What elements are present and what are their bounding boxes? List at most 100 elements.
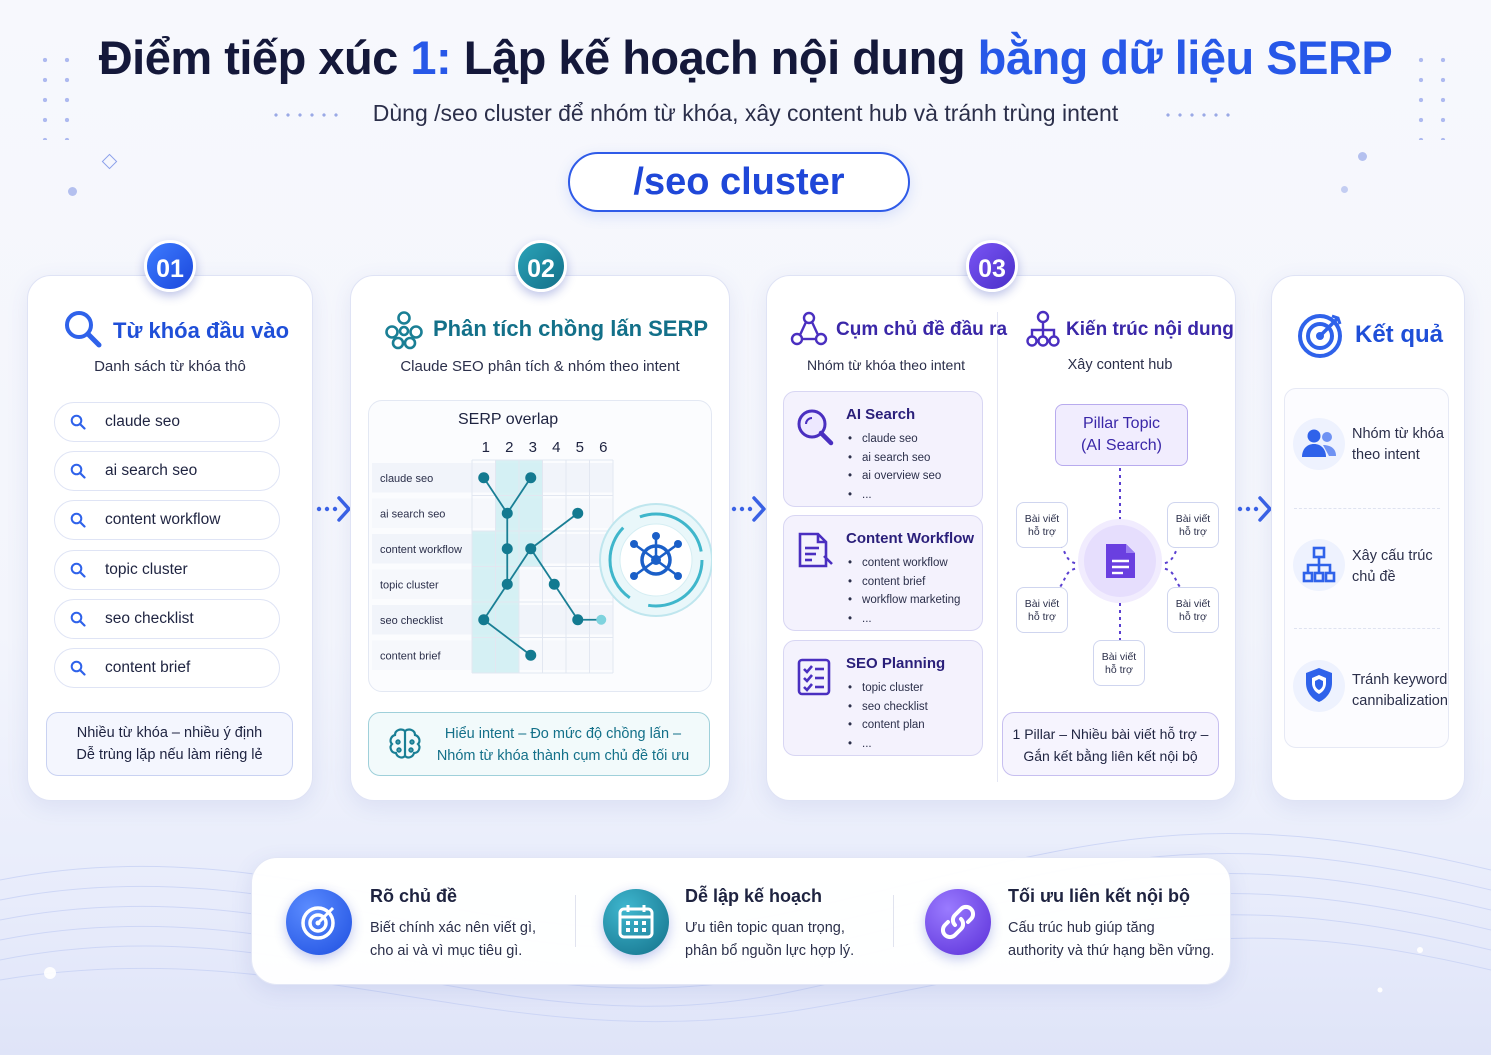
hierarchy-icon — [1302, 546, 1336, 583]
network-icon — [385, 311, 423, 350]
target-icon — [301, 906, 335, 940]
serp-column-label: 4 — [552, 439, 560, 456]
architecture-note: 1 Pillar – Nhiều bài viết hỗ trợ –Gắn kế… — [1002, 712, 1219, 776]
step1-badge: 01 — [144, 240, 196, 292]
keyword-chip: ai search seo — [54, 451, 280, 492]
keyword-label: seo checklist — [105, 609, 194, 627]
serp-overlap-point — [478, 472, 490, 484]
serp-row-label: topic cluster — [380, 579, 439, 591]
serp-column-label: 5 — [576, 439, 584, 456]
serp-overlap-cell — [519, 495, 543, 531]
cluster-group-title: Content Workflow — [846, 530, 975, 547]
target-badge-arc — [608, 512, 704, 608]
step3-badge: 03 — [966, 240, 1018, 292]
cluster-group-title: AI Search — [846, 406, 916, 423]
target-node — [674, 540, 682, 548]
keyword-chip: content workflow — [54, 500, 280, 541]
step1-title: Từ khóa đầu vào — [113, 318, 290, 343]
step2-badge: 02 — [515, 240, 567, 292]
serp-column-label: 3 — [529, 439, 537, 456]
benefit-icon-bg — [925, 889, 991, 955]
serp-overlap-link — [483, 619, 532, 656]
target-node — [630, 540, 638, 548]
target-icon — [1298, 314, 1342, 358]
serp-row-label: content workflow — [380, 544, 462, 556]
serp-overlap-point — [572, 614, 584, 626]
document-edit-icon — [798, 532, 833, 568]
step3-divider — [997, 312, 998, 782]
shield-icon — [1306, 668, 1332, 702]
document-icon — [1106, 544, 1135, 578]
pillar-topic-box: Pillar Topic(AI Search) — [1055, 404, 1188, 466]
serp-row-label: ai search seo — [380, 508, 445, 520]
result-icon-bg — [1293, 418, 1345, 470]
flow-arrow-icon — [1237, 496, 1272, 522]
result-divider — [1294, 508, 1440, 509]
hierarchy-icon — [1026, 310, 1060, 347]
result-divider — [1294, 628, 1440, 629]
serp-overlap-link — [553, 583, 579, 621]
page-subtitle: Dùng /seo cluster để nhóm từ khóa, xây c… — [372, 100, 1119, 126]
serp-column-label: 1 — [482, 439, 490, 456]
target-spoke — [633, 542, 657, 562]
target-node — [630, 572, 638, 580]
benefit-desc: Biết chính xác nên viết gì,cho ai và vì … — [370, 920, 537, 959]
benefits-divider — [893, 895, 894, 947]
decor-dot — [1358, 152, 1367, 161]
benefit-desc: Ưu tiên topic quan trọng,phân bổ nguồn l… — [685, 920, 855, 959]
serp-overlap-point — [596, 614, 607, 625]
search-icon — [65, 311, 102, 348]
keyword-label: claude seo — [105, 413, 180, 430]
step1-subtitle: Danh sách từ khóa thô — [94, 358, 246, 375]
decor-dot — [68, 187, 77, 196]
serp-overlap-point — [548, 578, 560, 590]
serp-overlap-point — [501, 578, 513, 590]
target-spoke — [655, 542, 679, 562]
command-pill: /seo cluster — [568, 152, 910, 212]
serp-overlap-title: SERP overlap — [458, 411, 559, 428]
keyword-chip: claude seo — [54, 402, 280, 442]
page-title: Điểm tiếp xúc 1: Lập kế hoạch nội dung b… — [98, 31, 1393, 84]
search-icon — [70, 513, 86, 528]
cluster-group: Content Workflow content workflowcontent… — [783, 515, 983, 631]
keyword-chip: seo checklist — [54, 598, 280, 639]
keyword-label: content brief — [105, 659, 191, 676]
serp-overlap-link — [530, 512, 579, 550]
serp-overlap-point — [525, 472, 537, 484]
decor-dotline-right — [1162, 113, 1234, 117]
flow-arrow-icon — [731, 496, 766, 522]
link-icon — [940, 904, 976, 940]
flow-arrow-icon — [316, 496, 351, 522]
benefit-title: Rõ chủ đề — [370, 886, 458, 906]
serp-overlap-link — [482, 583, 509, 621]
serp-row-label: claude seo — [380, 473, 433, 485]
magnifier-icon — [797, 409, 834, 446]
serp-overlap-link — [482, 477, 509, 514]
serp-overlap-point — [501, 543, 513, 555]
keyword-label: topic cluster — [105, 560, 188, 578]
hub-connections — [1049, 468, 1191, 641]
serp-overlap-cell — [495, 602, 519, 638]
serp-overlap-cell — [472, 566, 496, 602]
result-title: Kết quả — [1355, 321, 1444, 348]
search-icon — [70, 562, 86, 578]
benefit-title: Tối ưu liên kết nội bộ — [1008, 886, 1191, 906]
serp-row-label: seo checklist — [380, 615, 443, 627]
serp-overlap-link — [529, 548, 556, 585]
serp-overlap-cell — [472, 531, 496, 567]
brain-icon — [389, 728, 421, 759]
serp-overlap-cell — [472, 637, 496, 673]
search-icon — [70, 414, 86, 430]
target-node — [652, 532, 660, 540]
cluster-group-items: content workflowcontent briefworkflow ma… — [848, 554, 960, 628]
